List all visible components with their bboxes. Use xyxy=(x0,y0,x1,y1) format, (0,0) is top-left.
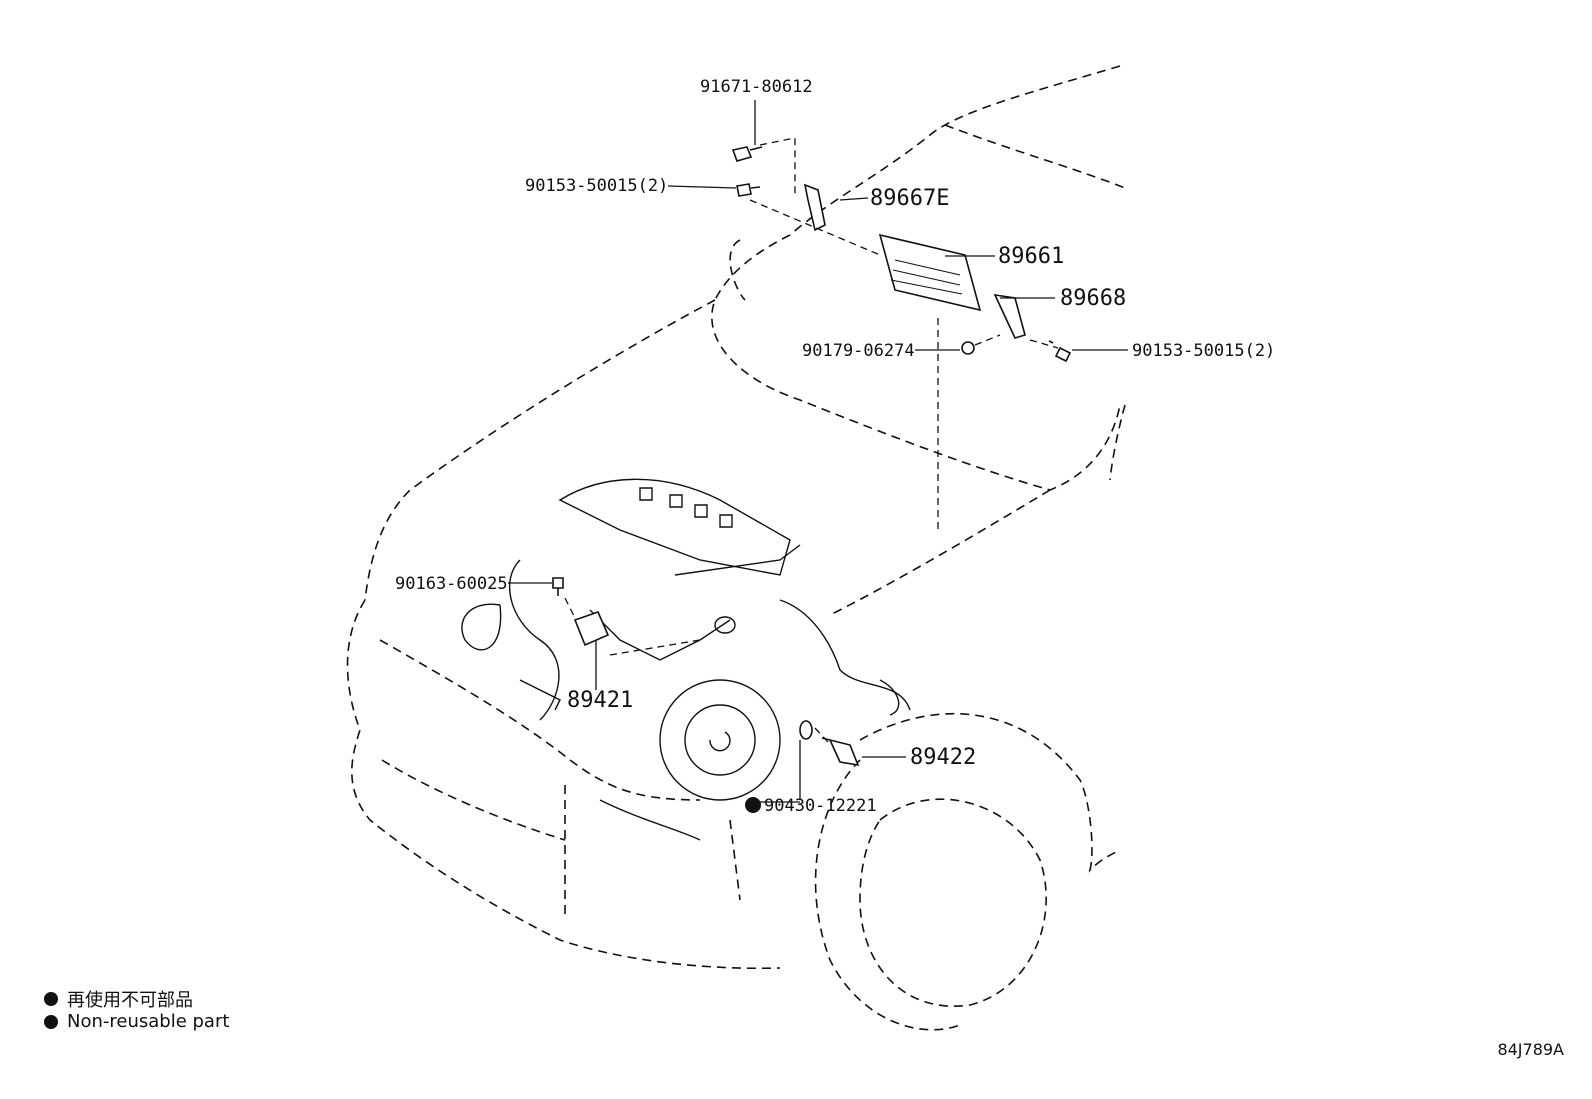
callout-91671-80612: 91671-80612 xyxy=(700,77,813,97)
bracket-89668 xyxy=(993,293,1026,339)
leader-lines xyxy=(508,100,1128,803)
vehicle-outline xyxy=(346,65,1126,1031)
bolt-90153-b xyxy=(1048,340,1072,363)
bolt-91671 xyxy=(731,146,763,162)
callout-89421: 89421 xyxy=(567,688,633,713)
sensor-89421 xyxy=(573,611,610,647)
callout-89661: 89661 xyxy=(998,244,1064,269)
engine-illustration xyxy=(461,478,911,841)
bolt-90163 xyxy=(552,577,564,596)
legend-english-text: Non-reusable part xyxy=(67,1011,230,1032)
legend-japanese-text: 再使用不可部品 xyxy=(67,990,193,1011)
bolt-90153-a xyxy=(736,183,761,197)
nut-90179 xyxy=(961,341,975,355)
gasket-90430 xyxy=(799,720,813,740)
non-reusable-dot-icon xyxy=(44,992,58,1006)
non-reusable-dot-icon xyxy=(44,1014,58,1029)
callout-89667e: 89667E xyxy=(870,186,949,211)
legend-english: Non-reusable part xyxy=(44,1011,229,1032)
legend-japanese: 再使用不可部品 xyxy=(44,986,193,1012)
ecu-89661 xyxy=(878,233,982,312)
callout-90153-50015-right: 90153-50015(2) xyxy=(1132,341,1275,361)
callout-90153-50015-left: 90153-50015(2) xyxy=(525,176,668,196)
callout-90179-06274: 90179-06274 xyxy=(802,341,915,361)
bracket-89667e xyxy=(803,183,826,232)
callout-89422: 89422 xyxy=(910,745,976,770)
non-reusable-marker-icon xyxy=(745,797,761,813)
callout-89668: 89668 xyxy=(1060,286,1126,311)
ecu-assembly xyxy=(552,146,1072,767)
diagram-reference-code: 84J789A xyxy=(1497,1040,1564,1059)
callout-90430-12221: 90430-12221 xyxy=(764,796,877,816)
assembly-lines xyxy=(564,137,1059,743)
callout-90163-60025: 90163-60025 xyxy=(395,574,508,594)
